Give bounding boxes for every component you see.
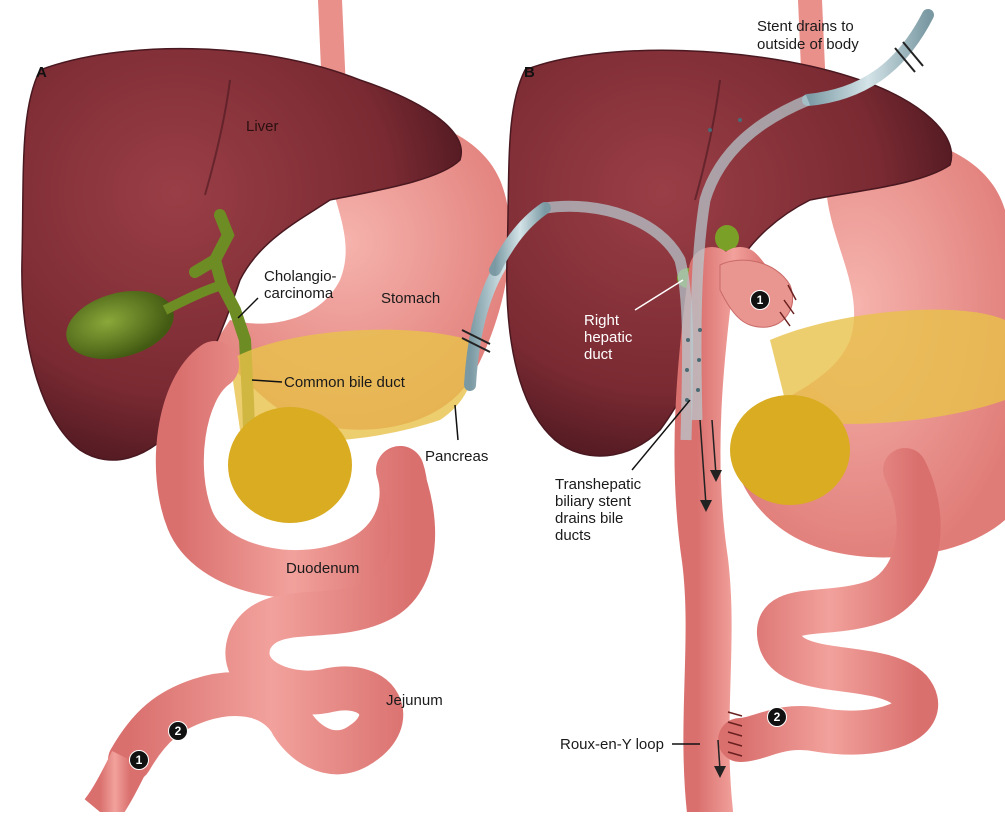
pancreas-head-b: [730, 395, 850, 505]
anastomosis-badge-1-a: 1: [129, 750, 149, 770]
label-transhepatic-1: Transhepatic: [555, 476, 641, 493]
anastomosis-badge-2-b: 2: [767, 707, 787, 727]
label-stent-drains-1: Stent drains to: [757, 18, 854, 35]
label-roux-en-y: Roux-en-Y loop: [560, 736, 664, 753]
pancreas-head-a: [228, 407, 352, 523]
label-jejunum: Jejunum: [386, 692, 443, 709]
jejunum-end-a: [100, 760, 130, 812]
label-liver: Liver: [246, 118, 279, 135]
panel-letter-b: B: [524, 64, 535, 81]
label-stomach: Stomach: [381, 290, 440, 307]
label-transhepatic-4: ducts: [555, 527, 591, 544]
anastomosis-badge-2-a: 2: [168, 721, 188, 741]
label-right-hepatic-3: duct: [584, 346, 612, 363]
anastomosis-badge-1-b: 1: [750, 290, 770, 310]
label-cholangio-2: carcinoma: [264, 285, 333, 302]
hepatic-duct-stump-right: [715, 225, 739, 251]
leader-cholangio: [238, 298, 258, 318]
label-cholangio-1: Cholangio-: [264, 268, 337, 285]
panel-b: [495, 0, 1005, 812]
label-right-hepatic-2: hepatic: [584, 329, 632, 346]
panel-a: [22, 0, 540, 812]
label-right-hepatic-1: Right: [584, 312, 619, 329]
leader-pancreas: [455, 405, 458, 440]
label-transhepatic-3: drains bile: [555, 510, 623, 527]
label-stent-drains-2: outside of body: [757, 36, 859, 53]
label-pancreas: Pancreas: [425, 448, 488, 465]
label-transhepatic-2: biliary stent: [555, 493, 631, 510]
label-common-bile-duct: Common bile duct: [284, 374, 405, 391]
label-duodenum: Duodenum: [286, 560, 359, 577]
panel-letter-a: A: [36, 64, 47, 81]
